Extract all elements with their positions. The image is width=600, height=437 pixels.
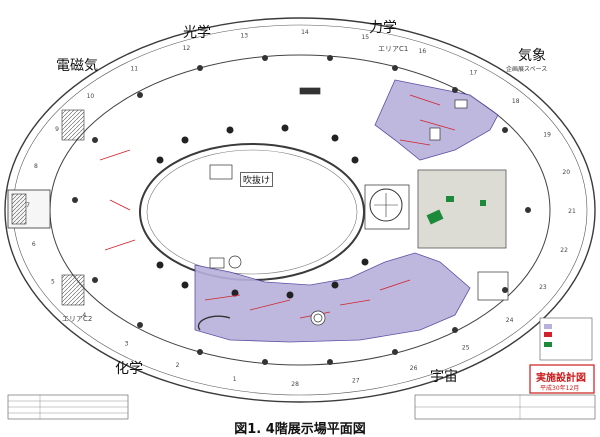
columns xyxy=(72,55,531,365)
legend-swatch-red xyxy=(544,332,552,337)
atrium-void xyxy=(139,143,365,281)
column-number-24: 24 xyxy=(506,317,514,324)
zone-label-meteorology: 気象 xyxy=(518,48,546,64)
column-number-17: 17 xyxy=(470,69,478,76)
left-core-stair xyxy=(11,193,27,225)
column-number-16: 16 xyxy=(419,48,427,55)
exhibit-objects xyxy=(197,87,468,331)
column-number-15: 15 xyxy=(361,34,369,41)
column-number-11: 11 xyxy=(130,65,138,72)
plaza-green-block-1 xyxy=(426,209,444,225)
column-number-19: 19 xyxy=(543,132,551,139)
column-number-5: 5 xyxy=(51,279,55,286)
right-store xyxy=(477,271,509,301)
outer-wall xyxy=(4,17,596,403)
area-label-c1: エリアC1 xyxy=(378,45,409,53)
plaza-green-block-3 xyxy=(480,200,486,206)
zone-label-chemistry: 化学 xyxy=(115,361,143,377)
column-number-20: 20 xyxy=(562,169,570,176)
central-plaza xyxy=(417,169,507,249)
column-number-4: 4 xyxy=(82,312,86,319)
zone-label-meteorology-sub: 企画展スペース xyxy=(506,66,548,73)
column-number-21: 21 xyxy=(568,208,576,215)
zone-label-space: 宇宙 xyxy=(430,369,458,385)
column-number-27: 27 xyxy=(352,377,360,384)
spiral-stair-steps xyxy=(374,188,403,217)
revision-table-lines xyxy=(8,395,128,419)
upper-stair xyxy=(61,109,85,141)
figure-caption: 図1. 4階展示場平面図 xyxy=(234,422,366,437)
column-number-25: 25 xyxy=(462,345,470,352)
column-number-8: 8 xyxy=(34,163,38,170)
stair-wall xyxy=(364,184,410,230)
zone-label-optics: 光学 xyxy=(183,25,211,41)
design-stamp xyxy=(529,364,595,394)
legend-swatch-purple xyxy=(544,324,552,329)
atrium-label: 吹抜け xyxy=(240,172,274,187)
atrium-void-inner xyxy=(146,149,358,275)
column-number-2: 2 xyxy=(176,362,180,369)
column-number-3: 3 xyxy=(125,341,129,348)
lower-stair xyxy=(61,274,85,306)
column-number-9: 9 xyxy=(55,126,59,133)
column-number-12: 12 xyxy=(183,45,191,52)
column-number-22: 22 xyxy=(560,247,568,254)
column-number-18: 18 xyxy=(512,98,520,105)
column-number-10: 10 xyxy=(87,93,95,100)
column-number-26: 26 xyxy=(410,365,418,372)
inner-columns xyxy=(156,124,369,299)
column-number-7: 7 xyxy=(26,202,30,209)
column-number-14: 14 xyxy=(301,29,309,36)
exhibit-zone-mechanics-meteorology xyxy=(374,79,499,161)
zone-label-electromagnetism: 電磁気 xyxy=(56,58,98,74)
column-number-28: 28 xyxy=(291,381,299,388)
column-number-6: 6 xyxy=(32,241,36,248)
legend-swatch-green xyxy=(544,342,552,347)
plaza-green-block-2 xyxy=(446,196,454,202)
column-number-1: 1 xyxy=(233,376,237,383)
column-number-13: 13 xyxy=(240,33,248,40)
column-number-23: 23 xyxy=(539,284,547,291)
zone-label-mechanics: 力学 xyxy=(369,20,397,36)
stamp-date: 平成30年12月 xyxy=(540,385,580,392)
area-label-c2: エリアC2 xyxy=(62,315,93,323)
stamp-title: 実施設計図 xyxy=(536,373,586,384)
exhibit-zone-chemistry-space xyxy=(194,252,471,343)
